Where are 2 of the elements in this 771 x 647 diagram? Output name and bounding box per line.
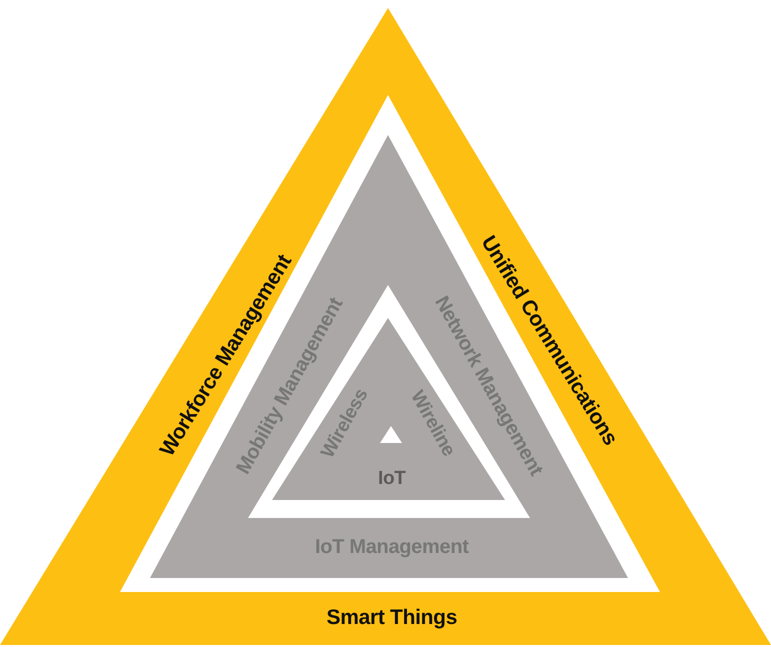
center-label: IoT — [378, 468, 406, 488]
base-label: Smart Things — [326, 606, 458, 628]
